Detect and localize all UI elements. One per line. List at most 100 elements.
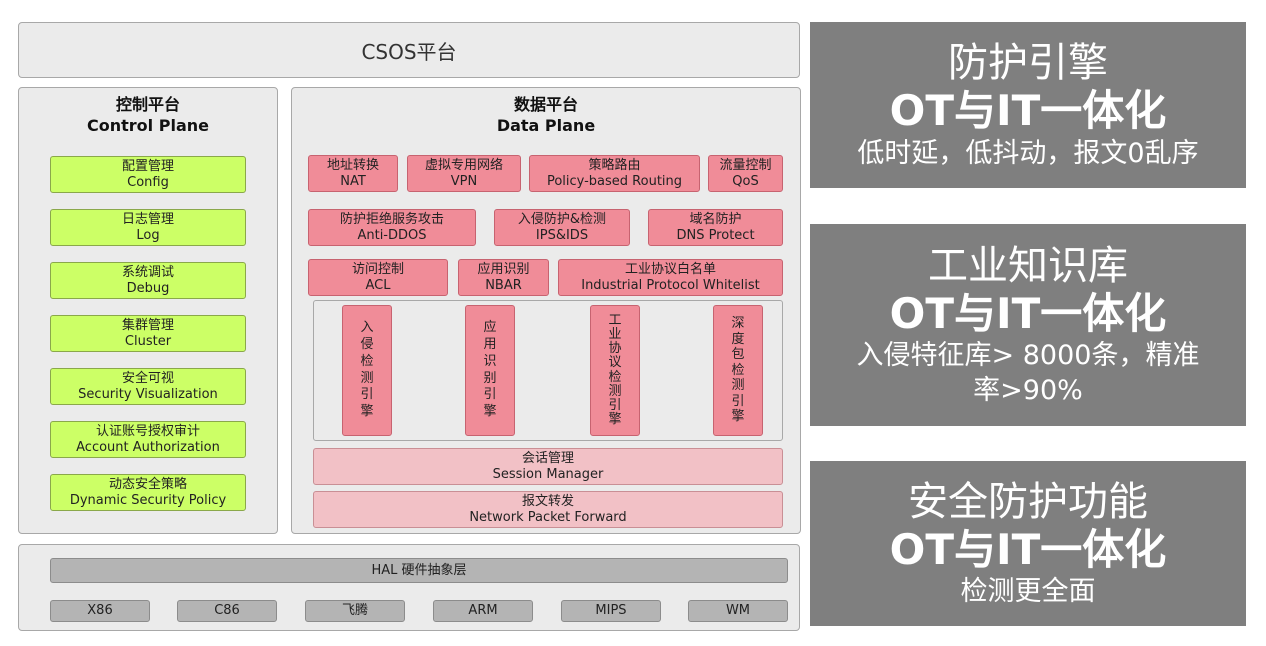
engine-deep-packet-inspection: 深 度 包 检 测 引 擎	[713, 305, 763, 436]
engine-char: 引	[483, 387, 497, 403]
packet-forward-cn: 报文转发	[521, 493, 574, 509]
control-item-cn: 安全可视	[121, 370, 174, 386]
feature-security-protection: 安全防护功能 OT与IT一体化 检测更全面	[810, 461, 1246, 626]
engine-char: 测	[360, 370, 374, 386]
control-item-dynamic-security-policy: 动态安全策略 Dynamic Security Policy	[50, 474, 246, 511]
data-module-ips-ids: 入侵防护&检测 IPS&IDS	[494, 209, 630, 246]
feature-bold: OT与IT一体化	[889, 86, 1167, 136]
platform-label: 飞腾	[341, 603, 368, 619]
feature-bold: OT与IT一体化	[889, 288, 1167, 338]
engine-application-recognition: 应 用 识 别 引 擎	[465, 305, 515, 436]
engine-char: 识	[483, 353, 497, 369]
platform-label: C86	[214, 603, 240, 619]
module-en: IPS&IDS	[535, 227, 589, 243]
control-item-log: 日志管理 Log	[50, 209, 246, 246]
module-cn: 策略路由	[588, 157, 641, 173]
module-cn: 流量控制	[719, 157, 772, 173]
engine-char: 擎	[731, 409, 745, 425]
feature-heading: 防护引擎	[948, 40, 1108, 87]
module-cn: 入侵防护&检测	[517, 211, 607, 227]
data-plane-title-cn: 数据平台	[513, 95, 578, 114]
control-item-debug: 系统调试 Debug	[50, 262, 246, 299]
feature-sub: 低时延，低抖动，报文0乱序	[857, 137, 1199, 169]
control-item-cn: 配置管理	[121, 158, 174, 174]
platform-c86: C86	[177, 600, 277, 622]
platform-wm: WM	[688, 600, 788, 622]
feature-sub: 率>90%	[973, 375, 1083, 407]
feature-sub: 检测更全面	[960, 576, 1096, 608]
feature-bold: OT与IT一体化	[889, 524, 1167, 574]
control-item-en: Config	[127, 174, 169, 190]
platform-mips: MIPS	[561, 600, 661, 622]
data-module-nbar: 应用识别 NBAR	[458, 259, 549, 296]
feature-sub: 入侵特征库> 8000条，精准	[856, 340, 1200, 372]
engine-industrial-protocol-detection: 工 业 协 议 检 测 引 擎	[590, 305, 640, 436]
data-plane-title: 数据平台 Data Plane	[291, 95, 801, 137]
control-item-security-visualization: 安全可视 Security Visualization	[50, 368, 246, 405]
control-item-cn: 系统调试	[121, 264, 174, 280]
data-module-nat: 地址转换 NAT	[308, 155, 398, 192]
module-en: Anti-DDOS	[357, 227, 427, 243]
engine-char: 侵	[360, 336, 374, 352]
module-cn: 地址转换	[326, 157, 379, 173]
engine-char: 入	[360, 319, 374, 335]
engine-char: 擎	[483, 404, 497, 420]
hal-layer: HAL 硬件抽象层	[50, 558, 788, 583]
module-en: DNS Protect	[676, 227, 755, 243]
session-manager: 会话管理 Session Manager	[313, 448, 783, 485]
control-plane-title: 控制平台 Control Plane	[18, 95, 278, 137]
session-manager-en: Session Manager	[492, 466, 604, 482]
control-plane-panel	[18, 87, 278, 534]
control-item-cn: 认证账号授权审计	[95, 423, 200, 439]
engine-char: 度	[731, 331, 745, 347]
module-cn: 工业协议白名单	[624, 261, 716, 277]
data-module-industrial-whitelist: 工业协议白名单 Industrial Protocol Whitelist	[558, 259, 783, 296]
hal-layer-title: HAL 硬件抽象层	[371, 562, 467, 578]
control-item-en: Dynamic Security Policy	[69, 492, 227, 508]
platform-label: X86	[87, 603, 113, 619]
engine-char: 测	[731, 378, 745, 394]
data-plane-title-en: Data Plane	[496, 115, 596, 135]
feature-protection-engine: 防护引擎 OT与IT一体化 低时延，低抖动，报文0乱序	[810, 22, 1246, 188]
module-cn: 域名防护	[689, 211, 742, 227]
engine-char: 议	[608, 355, 622, 371]
engine-char: 擎	[360, 404, 374, 420]
engine-char: 别	[483, 370, 497, 386]
control-item-en: Cluster	[124, 333, 172, 349]
module-en: VPN	[450, 173, 478, 189]
platform-label: WM	[725, 603, 751, 619]
platform-arm: ARM	[433, 600, 533, 622]
platform-x86: X86	[50, 600, 150, 622]
module-cn: 应用识别	[477, 261, 530, 277]
engine-char: 工	[608, 313, 622, 329]
control-item-en: Account Authorization	[76, 439, 220, 455]
engine-char: 协	[608, 341, 622, 357]
engine-char: 引	[608, 397, 622, 413]
engine-char: 应	[483, 319, 497, 335]
engine-char: 引	[360, 387, 374, 403]
control-item-account-authorization: 认证账号授权审计 Account Authorization	[50, 421, 246, 458]
data-module-anti-ddos: 防护拒绝服务攻击 Anti-DDOS	[308, 209, 476, 246]
engine-char: 引	[731, 393, 745, 409]
module-en: Policy-based Routing	[546, 173, 683, 189]
data-module-qos: 流量控制 QoS	[708, 155, 783, 192]
engine-char: 用	[483, 336, 497, 352]
engine-char: 深	[731, 315, 745, 331]
control-item-cn: 动态安全策略	[108, 476, 187, 492]
feature-heading: 工业知识库	[928, 242, 1128, 289]
feature-heading: 安全防护功能	[908, 478, 1148, 525]
engine-char: 检	[608, 369, 622, 385]
control-item-cn: 日志管理	[121, 211, 174, 227]
module-cn: 访问控制	[351, 261, 404, 277]
platform-label: MIPS	[595, 603, 627, 619]
module-en: NBAR	[485, 277, 522, 293]
control-item-cluster: 集群管理 Cluster	[50, 315, 246, 352]
module-en: QoS	[732, 173, 759, 189]
data-module-vpn: 虚拟专用网络 VPN	[407, 155, 521, 192]
control-plane-title-en: Control Plane	[87, 115, 209, 135]
session-manager-cn: 会话管理	[521, 450, 574, 466]
module-en: ACL	[365, 277, 391, 293]
control-plane-title-cn: 控制平台	[115, 95, 180, 114]
engine-intrusion-detection: 入 侵 检 测 引 擎	[342, 305, 392, 436]
module-en: NAT	[340, 173, 366, 189]
